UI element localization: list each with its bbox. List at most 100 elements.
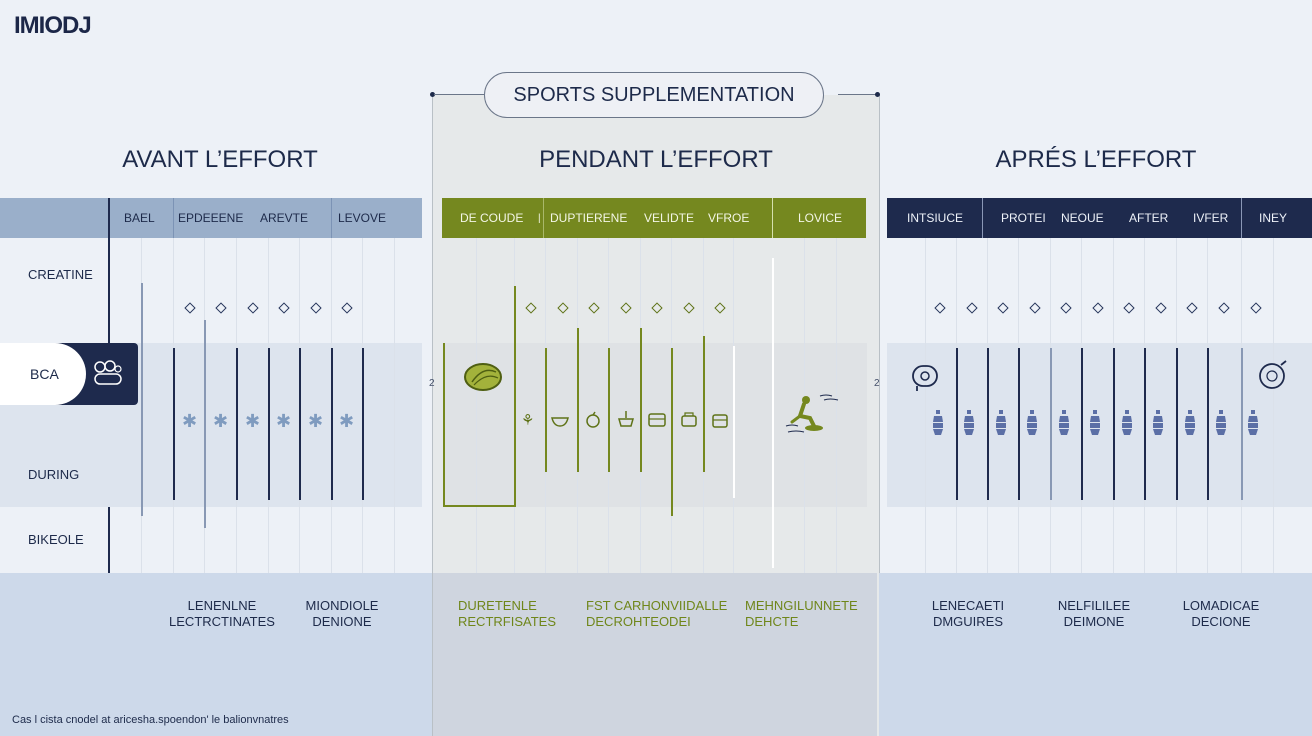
desc-before-1-line2: DENIONE [312,614,372,629]
bottle-icon [963,410,975,441]
timeline-line [1113,348,1115,500]
dose-marker-icon [341,302,353,314]
protein-scoop-icon [1256,359,1290,396]
timeline-line [1207,348,1209,500]
timeline-line [331,348,333,500]
phase-title-during: PENDANT L’EFFORT [539,146,773,173]
leaf-star-icon: ✱ [182,411,198,431]
side-mark-right: 2 [874,378,880,389]
dose-marker-icon [215,302,227,314]
desc-after-2: LOMADICAE DECIONE [1168,598,1274,630]
grid-line [394,238,395,573]
connector-line-right [838,94,876,95]
header-sep [772,198,773,238]
header-during-3: VFROE [708,211,750,225]
bottle-icon [1026,410,1038,441]
desc-after-1: NELFILILEE DEIMONE [1046,598,1142,630]
timeline-line [1144,348,1146,500]
timeline-line [577,328,579,472]
leaf-star-icon: ✱ [339,411,355,431]
header-bar-during: DE COUDE | DUPTIERENE VELIDTE VFROE LOVI… [442,198,866,238]
timeline-line [545,348,547,472]
timeline-line [987,348,989,500]
desc-during-1-line2: DECROHTEODEI [586,614,691,629]
timeline-line [956,348,958,500]
header-after-3: AFTER [1129,211,1169,225]
header-sep [331,198,332,238]
connector-line-left [434,94,484,95]
header-during-0: DE COUDE [460,211,524,225]
desc-before-1-line1: MIONDIOLE [305,598,379,613]
bottom-band-after [879,573,1312,736]
bottom-band-during [433,573,877,736]
timeline-line [1176,348,1178,500]
row-label-during: DURING [28,467,80,482]
row-label-creatine: CREATINE [28,267,93,282]
timeline-line [299,348,301,500]
bottle-icon [1089,410,1101,441]
bottle-icon [932,410,944,441]
dose-marker-icon [184,302,196,314]
desc-during-1-line1: FST CARHONVIIDALLE [586,598,728,613]
timeline-line [141,283,143,516]
bottle-icon [1247,410,1259,441]
dose-marker-icon [1092,302,1104,314]
timeline-line [1018,348,1020,500]
bottle-icon [1184,410,1196,441]
grid-line [925,238,926,573]
bottom-band-before [0,573,432,736]
box-icon [679,411,699,434]
dose-marker-icon [1155,302,1167,314]
desc-before-0: LENENLNE LECTRCTINATES [160,598,284,630]
desc-during-2-line2: DEHCTE [745,614,799,629]
grid-line [1273,238,1274,573]
bottle-icon [995,410,1007,441]
desc-after-1-line1: NELFILILEE [1057,598,1131,613]
header-before-1: EPDEEENE [178,211,244,225]
connector-dot-left [430,92,435,97]
during-bracket-bottom [443,505,515,507]
side-mark-left: 2 [429,378,435,389]
dose-marker-icon [1123,302,1135,314]
header-after-2: NEOUE [1061,211,1104,225]
header-before-2: AREVTE [260,211,309,225]
bottle-icon [1121,410,1133,441]
header-sep [1241,198,1242,238]
header-during-1: DUPTIERENE [550,211,628,225]
desc-before-0-line1: LENENLNE [187,598,257,613]
desc-after-0-line2: DMGUIRES [932,614,1004,629]
desc-during-2: MEHNGILUNNETE DEHCTE [745,598,863,630]
desc-during-0-line2: RECTRFISATES [458,614,556,629]
dose-marker-icon [247,302,259,314]
diagram-title: SPORTS SUPPLEMENTATION [484,72,824,118]
dose-marker-icon [934,302,946,314]
timeline-arrow-line [772,258,774,568]
timeline-line [362,348,364,500]
header-sep [173,198,174,238]
jar-icon [710,411,730,434]
supplement-capsules-icon [92,359,126,394]
desc-after-2-line2: DECIONE [1191,614,1251,629]
header-after-4: IVFER [1193,211,1229,225]
desc-after-0: LENECAETI DMGUIRES [916,598,1020,630]
desc-after-0-line1: LENECAETI [931,598,1005,613]
timeline-line [514,286,516,507]
timeline-line [640,328,642,472]
desc-during-0-line1: DURETENLE [458,598,537,613]
row-band-before [110,343,422,507]
row-label-bca[interactable]: BCA [0,343,86,405]
timeline-line [1241,348,1243,500]
header-after-0: INTSIUCE [907,211,964,225]
desc-during-2-line1: MEHNGILUNNETE [745,598,858,613]
brand-logo: IMIODJ [14,12,92,39]
desc-during-0: DURETENLE RECTRFISATES [458,598,574,630]
bottle-icon [1058,410,1070,441]
header-bar-after: INTSIUCE PROTEI NEOUE AFTER IVFER INEY [887,198,1312,238]
shaker-icon [909,362,943,397]
timeline-line [1050,348,1052,500]
header-sep [982,198,983,238]
header-bar-before: BAEL EPDEEENE AREVTE LEVOVE [0,198,422,238]
leaf-star-icon: ✱ [308,411,324,431]
phase-title-before: AVANT L’EFFORT [122,146,318,173]
sprout-icon: ⚘ [521,412,535,429]
